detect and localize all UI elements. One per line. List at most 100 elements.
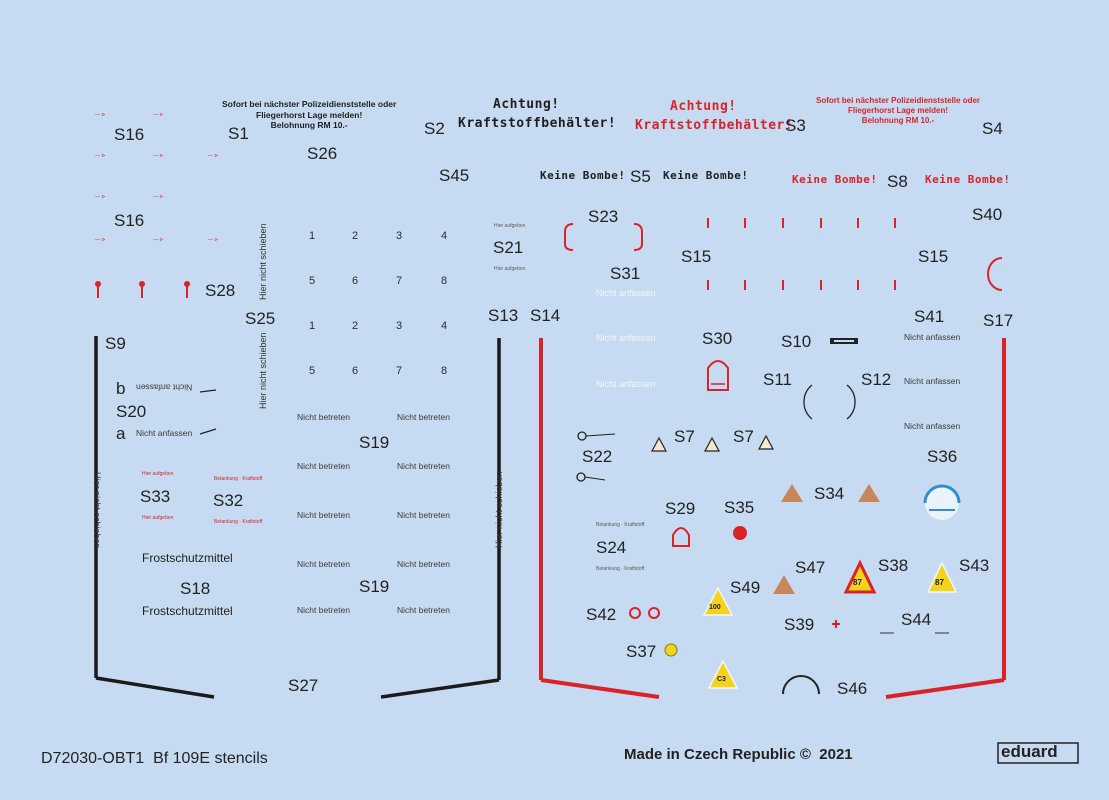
s18-frostschutzmittel-top: Frostschutzmittel [142, 551, 233, 565]
s33-red-text: Hier aufgeben [142, 471, 174, 477]
s19-nicht-betreten: Nicht betreten [297, 510, 350, 520]
s37-yellow-dot [664, 643, 678, 657]
s19-nicht-betreten: Nicht betreten [297, 559, 350, 569]
grid-number: 7 [396, 365, 403, 377]
s15-red-tick [820, 280, 822, 290]
s15-red-tick [782, 218, 784, 228]
s39-red-cross [832, 620, 840, 628]
s29-red-door [672, 527, 690, 547]
label-s46: S46 [837, 679, 868, 698]
s15-red-tick [707, 218, 709, 228]
label-s16-top: S16 [114, 125, 145, 144]
s16-marker: — ⊳ [95, 237, 106, 243]
s12-nicht-anfassen-lower: Nicht anfassen [904, 421, 961, 431]
grid-number: 8 [441, 275, 448, 287]
s24-small-text: Betankung · Kraftstoff [596, 566, 645, 572]
s13-hier-nicht-schieben: Hier nicht schieben [494, 471, 504, 548]
s9-hier-nicht-schieben: Hier nicht schieben [92, 472, 102, 549]
s31-nicht-anfassen: Nicht anfassen [596, 379, 656, 389]
s14-stripe-bottom [540, 678, 660, 699]
label-s36: S36 [927, 447, 958, 466]
label-s31: S31 [610, 264, 641, 283]
label-s15-left: S15 [681, 247, 712, 266]
label-s35: S35 [724, 498, 755, 517]
b-leader-line [199, 389, 217, 393]
label-s41: S41 [914, 307, 945, 326]
s8-keine-bombe-left: Keine Bombe! [792, 173, 878, 186]
s49-number: 100 [709, 604, 721, 611]
s13-stripe-bottom [380, 678, 500, 699]
label-s19-bottom: S19 [359, 577, 390, 596]
label-b: b [116, 379, 126, 398]
s3-achtung: Achtung! [670, 99, 737, 114]
label-s5: S5 [630, 167, 651, 186]
year: 2021 [819, 746, 853, 763]
label-s7-left: S7 [674, 427, 695, 446]
label-s2: S2 [424, 119, 445, 138]
s21-small-text: Hier aufgeben [494, 266, 526, 272]
label-s10: S10 [781, 332, 812, 351]
s43-triangle [926, 561, 958, 593]
label-s24: S24 [596, 538, 627, 557]
s19-nicht-betreten: Nicht betreten [397, 510, 450, 520]
label-s22: S22 [582, 447, 613, 466]
label-s27: S27 [288, 676, 319, 695]
grid-number: 1 [309, 230, 316, 242]
s23-red-bracket [564, 223, 643, 251]
s42-red-rings [629, 607, 660, 619]
label-s1: S1 [228, 124, 249, 143]
label-s12: S12 [861, 370, 892, 389]
s5-keine-bombe-left: Keine Bombe! [540, 169, 626, 182]
label-s9: S9 [105, 334, 126, 353]
s16-marker: — ⊳ [95, 194, 106, 200]
label-s33: S33 [140, 487, 171, 506]
s16-marker: — ⊳ [95, 153, 106, 159]
made-in-text: Made in Czech Republic © [624, 746, 811, 763]
label-s13: S13 [488, 306, 519, 325]
label-s23: S23 [588, 207, 619, 226]
label-s25: S25 [245, 309, 276, 328]
grid-number: 7 [396, 275, 403, 287]
label-s21: S21 [493, 238, 524, 257]
label-s18: S18 [180, 579, 211, 598]
s25-hier-nicht-schieben-bottom: Hier nicht schieben [258, 332, 268, 409]
s15-red-tick [707, 280, 709, 290]
label-s47: S47 [795, 558, 826, 577]
s17-stripe-bottom [885, 678, 1005, 699]
label-s11: S11 [763, 370, 792, 389]
sheet-code: D72030-OBT1 Bf 109E stencils [41, 751, 268, 767]
label-s38: S38 [878, 556, 909, 575]
s16-marker: — ⊳ [153, 194, 164, 200]
s48-number: C3 [717, 676, 726, 683]
s3-kraftstoff: Kraftstoffbehälter! [635, 118, 794, 133]
label-s19-top: S19 [359, 433, 390, 452]
s32-red-text: Betankung · Kraftstoff [214, 476, 263, 482]
grid-number: 5 [309, 365, 316, 377]
s19-nicht-betreten: Nicht betreten [297, 461, 350, 471]
s8-keine-bombe-right: Keine Bombe! [925, 173, 1011, 186]
s19-nicht-betreten: Nicht betreten [297, 412, 350, 422]
s15-red-tick [744, 280, 746, 290]
label-s40: S40 [972, 205, 1003, 224]
label-s7-right: S7 [733, 427, 754, 446]
s4-police-notice: Sofort bei nächster Polizeidienststelle … [816, 96, 981, 125]
s5-keine-bombe-right: Keine Bombe! [663, 169, 749, 182]
grid-number: 3 [396, 320, 403, 332]
label-s34: S34 [814, 484, 845, 503]
label-s32: S32 [213, 491, 244, 510]
label-s39: S39 [784, 615, 815, 634]
eduard-logo-frame [997, 742, 1079, 764]
s24-small-text: Betankung · Kraftstoff [596, 522, 645, 528]
grid-number: 1 [309, 320, 316, 332]
grid-number: 8 [441, 365, 448, 377]
s38-triangle [843, 559, 877, 594]
s40-red-arc [987, 257, 1003, 291]
grid-number: 4 [441, 320, 448, 332]
grid-number: 5 [309, 275, 316, 287]
label-a: a [116, 424, 126, 443]
label-s42: S42 [586, 605, 617, 624]
s15-red-tick [894, 280, 896, 290]
s36-roundel [923, 484, 961, 520]
s11-arc [803, 384, 813, 420]
s48-triangle [707, 659, 739, 689]
